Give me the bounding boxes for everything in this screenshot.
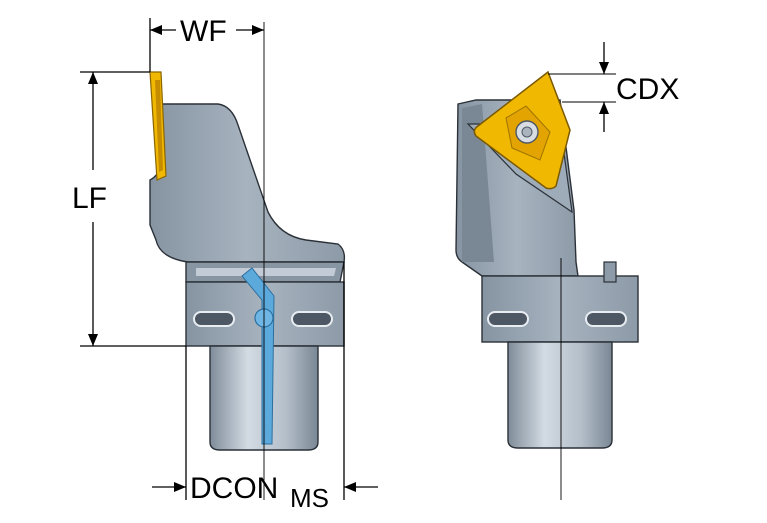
dcon-label: DCON (190, 472, 278, 505)
dimension-wf: WF (149, 15, 264, 72)
lf-label: LF (72, 182, 107, 215)
dcon-subscript: MS (290, 483, 329, 513)
dimension-cdx: CDX (599, 42, 679, 132)
dimension-lf: LF (72, 71, 186, 347)
head-side (462, 104, 494, 262)
slot-right-view-a (487, 311, 529, 327)
screw-head (521, 126, 533, 138)
head-body (149, 103, 346, 263)
side-view (149, 22, 346, 500)
shank-right (507, 341, 613, 449)
cdx-label: CDX (616, 73, 679, 106)
slot-left (193, 311, 235, 327)
slot-right (291, 311, 333, 327)
flange-right (481, 275, 639, 343)
insert-strip-shade (155, 80, 163, 172)
dimension-dcon: DCON MS (152, 262, 378, 513)
coolant-nozzle (603, 261, 617, 283)
slot-right-view-b (585, 311, 627, 327)
front-view (455, 70, 639, 500)
wf-label: WF (180, 15, 227, 48)
ring-highlight (196, 268, 336, 276)
